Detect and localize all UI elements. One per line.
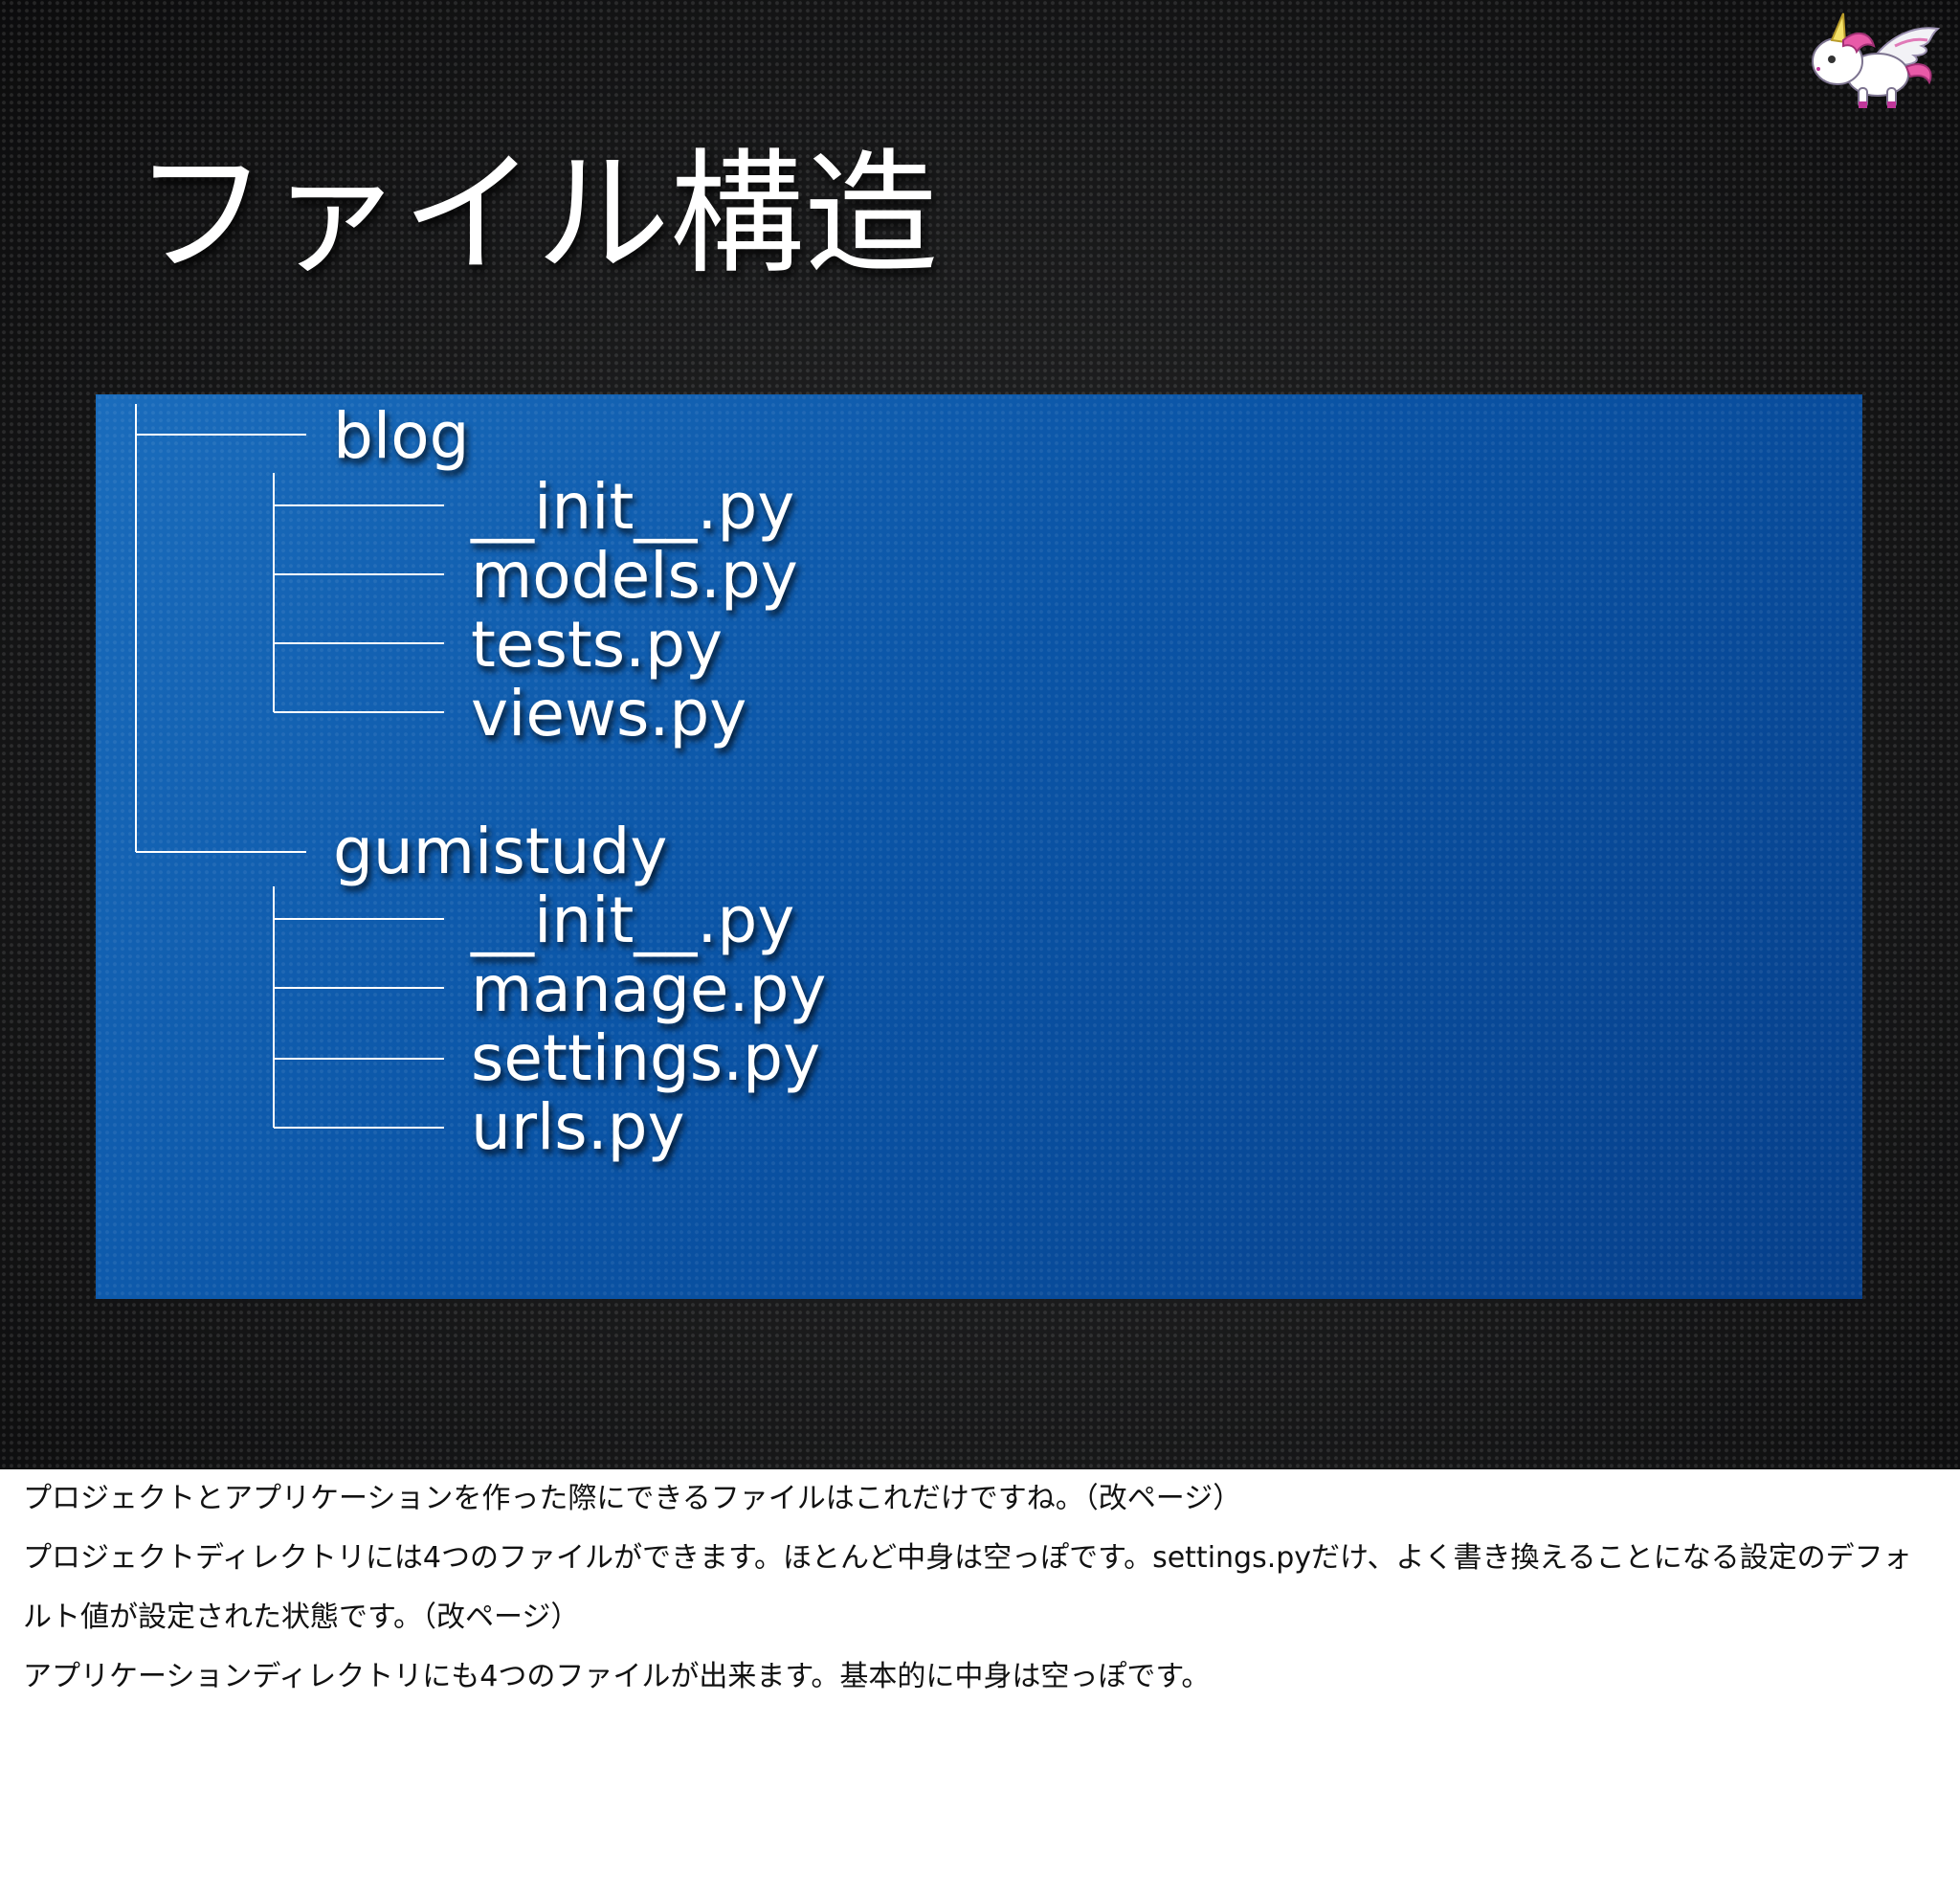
file-tree-panel: blog __init__.py models.py tests.py view… xyxy=(96,394,1862,1299)
tree-file: models.py xyxy=(471,539,798,613)
notes-paragraph: プロジェクトとアプリケーションを作った際にできるファイルはこれだけですね。（改ペ… xyxy=(23,1482,1242,1515)
slide: ファイル構造 xyxy=(0,0,1960,1469)
tree-file: settings.py xyxy=(471,1021,821,1095)
speaker-notes: プロジェクトとアプリケーションを作った際にできるファイルはこれだけですね。（改ペ… xyxy=(23,1469,1937,1707)
tree-dir-gumistudy: gumistudy xyxy=(333,815,668,888)
tree-file: __init__.py xyxy=(471,470,795,544)
slide-title: ファイル構造 xyxy=(134,137,939,293)
tree-connector-lines xyxy=(135,404,444,1129)
tree-file: tests.py xyxy=(471,608,724,682)
tree-file: urls.py xyxy=(471,1090,685,1164)
notes-paragraph: アプリケーションディレクトリにも4つのファイルが出来ます。基本的に中身は空っぽで… xyxy=(23,1660,1211,1693)
notes-paragraph: プロジェクトディレクトリには4つのファイルができます。ほとんど中身は空っぽです。… xyxy=(23,1541,1912,1634)
tree-file: manage.py xyxy=(471,952,827,1026)
tree-dir-blog: blog xyxy=(333,399,470,473)
tree-file: __init__.py xyxy=(471,884,795,957)
unicorn-mascot-icon xyxy=(1812,12,1941,108)
tree-file: views.py xyxy=(471,677,747,750)
